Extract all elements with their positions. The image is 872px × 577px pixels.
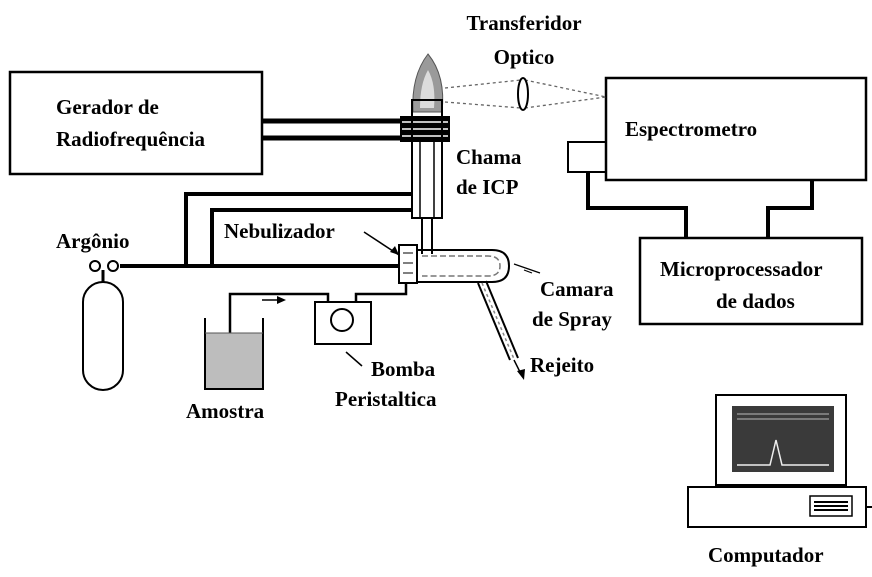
microprocessor-box [638, 236, 864, 326]
label-amostra: Amostra [186, 399, 265, 423]
argon-cylinder [82, 281, 124, 391]
rf-generator-box [8, 70, 264, 176]
label-bomba-1: Bomba [371, 357, 436, 381]
label-transferidor-1: Transferidor [466, 11, 581, 35]
icp-torch [411, 99, 443, 219]
argon-valve-right [107, 260, 119, 272]
spectrometer-to-micro-right [766, 180, 814, 238]
label-chama-1: Chama [456, 145, 522, 169]
pump-rotor [330, 308, 354, 332]
label-camara-1: Camara [540, 277, 614, 301]
argon-line-aux [210, 208, 412, 266]
label-computador: Computador [708, 543, 824, 567]
label-argonio: Argônio [56, 229, 130, 253]
optical-path [444, 79, 522, 89]
label-transferidor-2: Optico [494, 45, 555, 69]
label-gerador-2: Radiofrequência [56, 127, 205, 151]
label-espectrometro: Espectrometro [625, 117, 757, 141]
spray-chamber [417, 249, 511, 283]
sample-beaker [204, 318, 264, 390]
nebulizer [398, 244, 418, 284]
optical-lens [517, 77, 529, 111]
computer-screen [732, 406, 834, 472]
label-camara-2: de Spray [532, 307, 612, 331]
sample-tube [228, 292, 330, 360]
spectrometer-port [567, 141, 607, 173]
pump-to-nebulizer-tube [354, 283, 408, 304]
spectrometer-box [604, 76, 868, 182]
screen-peak [737, 439, 829, 466]
label-rejeito: Rejeito [530, 353, 594, 377]
spectrometer-to-micro-left [586, 172, 688, 238]
argon-line-outer [184, 192, 412, 266]
label-nebulizador: Nebulizador [224, 219, 335, 243]
sample-liquid [205, 333, 263, 389]
drain-tube [477, 282, 511, 361]
label-chama-2: de ICP [456, 175, 519, 199]
label-micro-1: Microprocessador [660, 257, 823, 281]
label-micro-2: de dados [716, 289, 795, 313]
label-gerador-1: Gerador de [56, 95, 159, 119]
label-bomba-2: Peristaltica [335, 387, 437, 411]
argon-valve-left [89, 260, 101, 272]
